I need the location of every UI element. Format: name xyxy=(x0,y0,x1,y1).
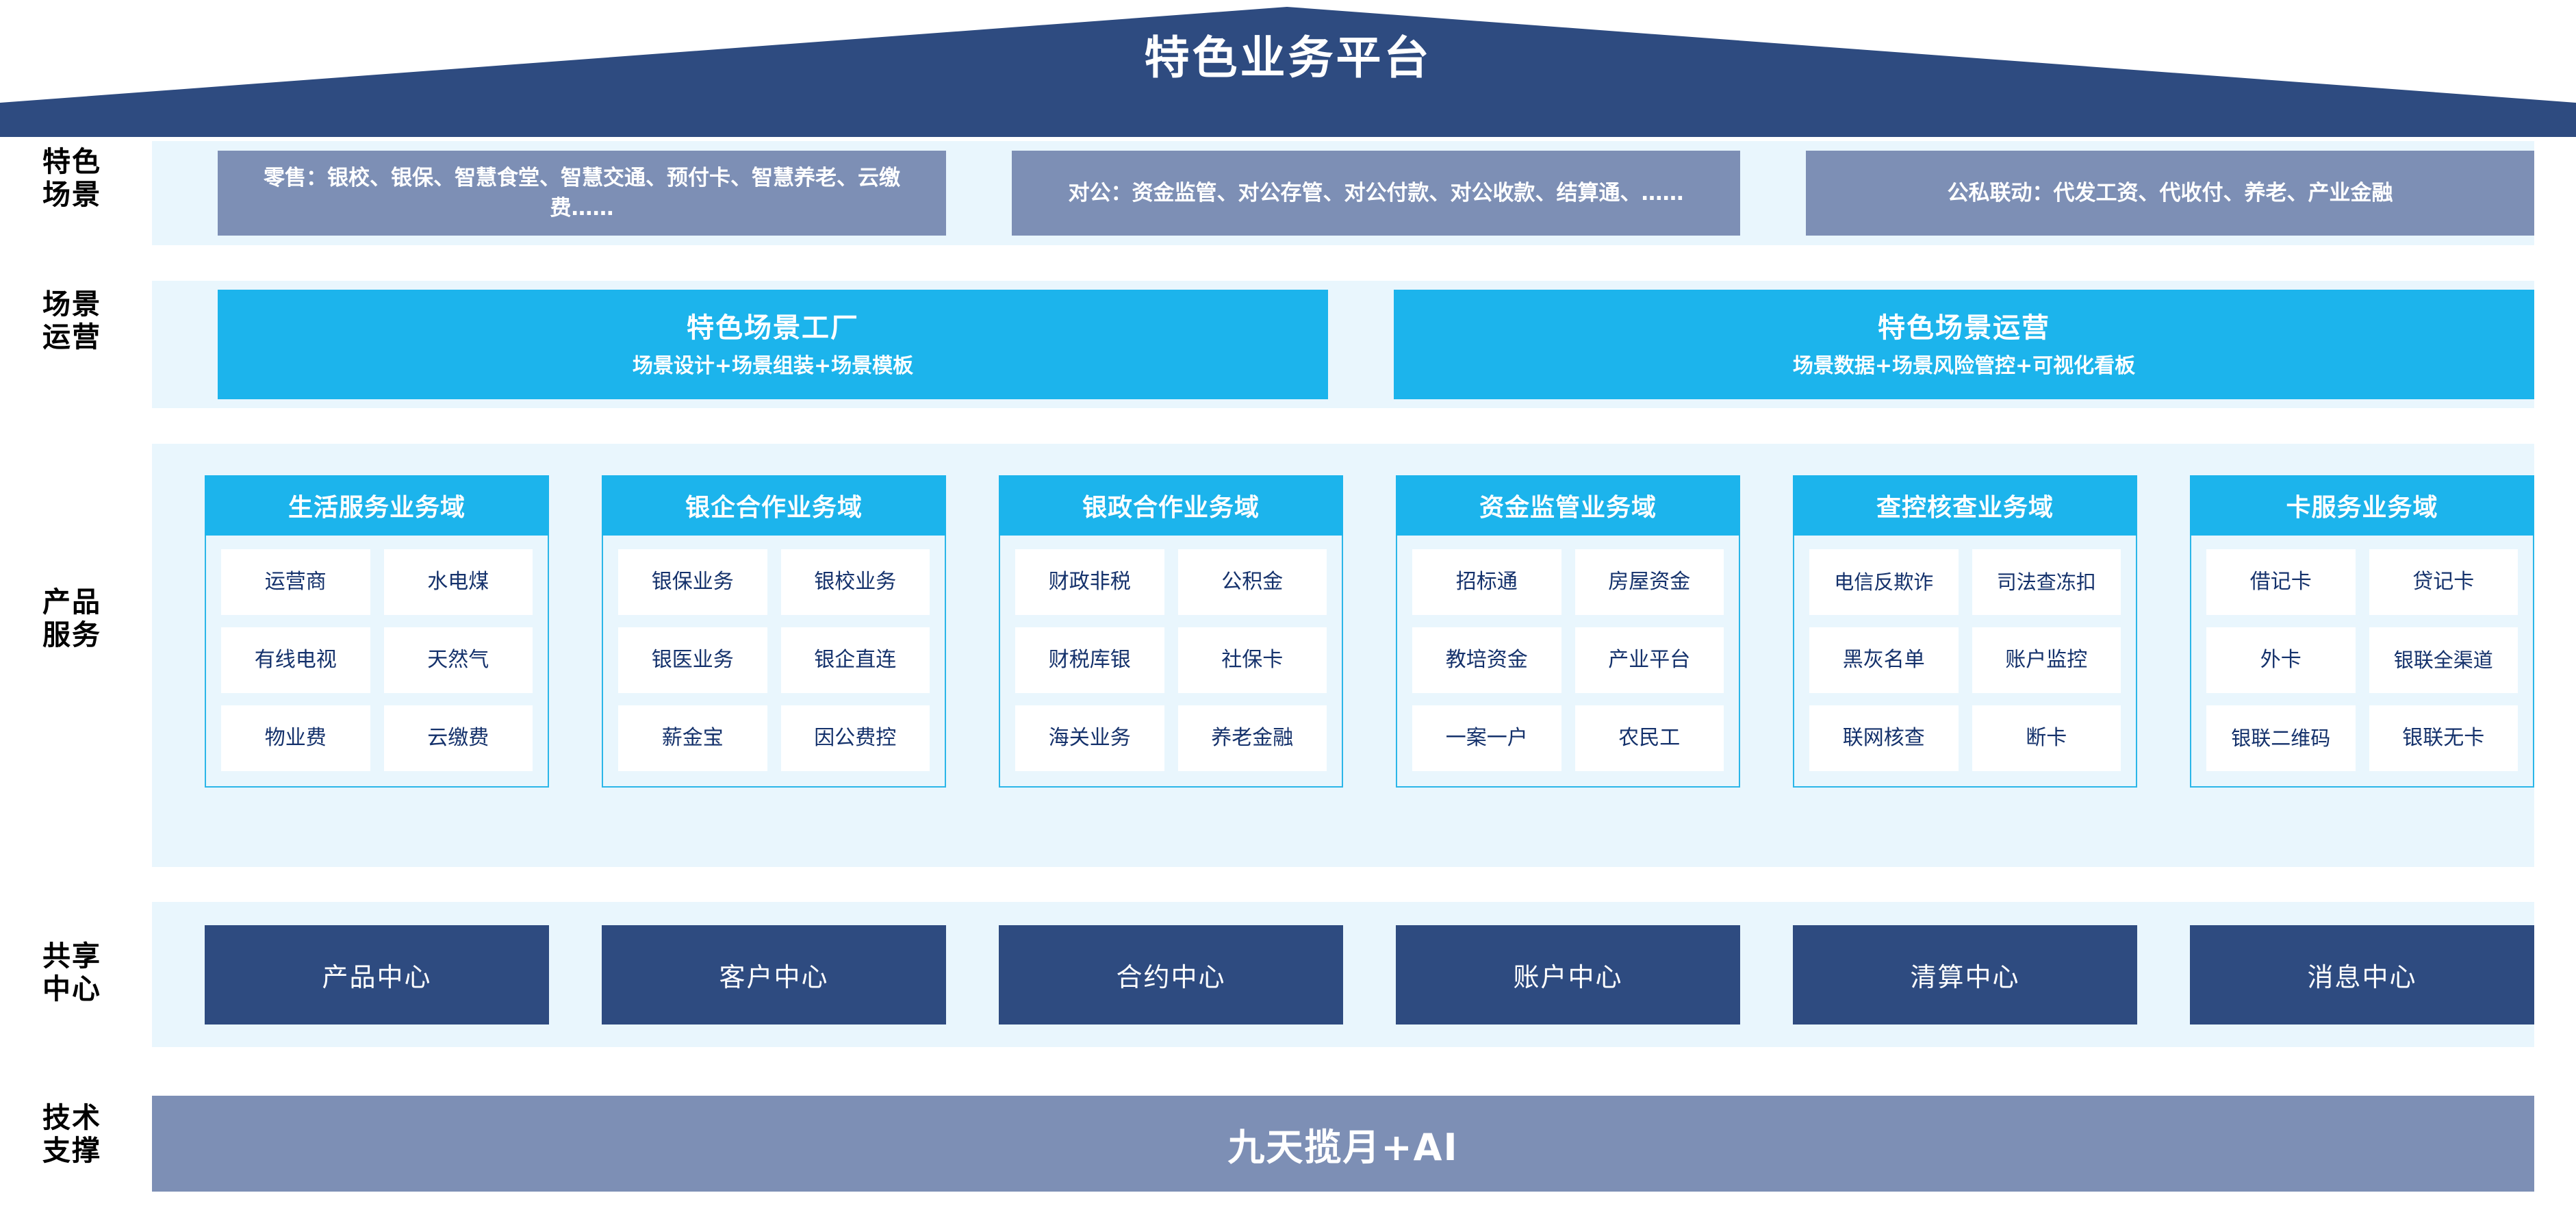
product-column-header[interactable]: 资金监管业务域 xyxy=(1396,475,1740,536)
product-cell[interactable]: 断卡 xyxy=(1972,705,2121,771)
product-cell[interactable]: 房屋资金 xyxy=(1574,549,1724,615)
product-cell[interactable]: 产业平台 xyxy=(1574,627,1724,693)
product-column-body: 电信反欺诈司法查冻扣黑灰名单账户监控联网核查断卡 xyxy=(1793,536,2137,788)
product-column-header[interactable]: 卡服务业务域 xyxy=(2190,475,2534,536)
product-column: 生活服务业务域运营商水电煤有线电视天然气物业费云缴费 xyxy=(205,475,549,788)
product-cell[interactable]: 银医业务 xyxy=(618,627,767,693)
product-column-header[interactable]: 查控核查业务域 xyxy=(1793,475,2137,536)
row-label-operation-line2: 运营 xyxy=(42,320,101,354)
product-column: 查控核查业务域电信反欺诈司法查冻扣黑灰名单账户监控联网核查断卡 xyxy=(1793,475,2137,788)
product-column: 银政合作业务域财政非税公积金财税库银社保卡海关业务养老金融 xyxy=(999,475,1343,788)
product-cell[interactable]: 教培资金 xyxy=(1412,627,1561,693)
product-cell[interactable]: 银联二维码 xyxy=(2206,705,2356,771)
row-label-product-line1: 产品 xyxy=(42,586,101,618)
operation-box-scene-factory-title: 特色场景工厂 xyxy=(687,312,859,344)
tech-support-bar[interactable]: 九天揽月+AI xyxy=(152,1096,2534,1192)
product-cell[interactable]: 账户监控 xyxy=(1972,627,2121,693)
share-row-background xyxy=(152,902,2534,1047)
product-cell[interactable]: 司法查冻扣 xyxy=(1972,549,2121,615)
page-title: 特色业务平台 xyxy=(1144,32,1432,84)
row-label-operation: 场景 运营 xyxy=(21,288,123,354)
product-cell[interactable]: 云缴费 xyxy=(383,705,533,771)
product-cell[interactable]: 银联全渠道 xyxy=(2369,627,2518,693)
scenario-box-corporate[interactable]: 对公：资金监管、对公存管、对公付款、对公收款、结算通、…… xyxy=(1012,151,1740,236)
row-label-operation-line1: 场景 xyxy=(42,288,101,320)
row-label-share-line2: 中心 xyxy=(42,972,101,1006)
product-cell[interactable]: 银保业务 xyxy=(618,549,767,615)
product-cell[interactable]: 因公费控 xyxy=(780,705,930,771)
scenario-row: 零售：银校、银保、智慧食堂、智慧交通、预付卡、智慧养老、云缴费…… 对公：资金监… xyxy=(152,141,2534,245)
share-center-box[interactable]: 清算中心 xyxy=(1793,925,2137,1024)
product-cell[interactable]: 一案一户 xyxy=(1412,705,1561,771)
product-column-body: 借记卡贷记卡外卡银联全渠道银联二维码银联无卡 xyxy=(2190,536,2534,788)
operation-box-scene-factory-subtitle: 场景设计+场景组装+场景模板 xyxy=(632,353,914,378)
operation-box-scene-operations-subtitle: 场景数据+场景风险管控+可视化看板 xyxy=(1792,353,2136,378)
product-cell[interactable]: 农民工 xyxy=(1574,705,1724,771)
product-cell[interactable]: 财政非税 xyxy=(1015,549,1164,615)
share-center-box[interactable]: 消息中心 xyxy=(2190,925,2534,1024)
product-cell[interactable]: 银联无卡 xyxy=(2369,705,2518,771)
share-center-box[interactable]: 账户中心 xyxy=(1396,925,1740,1024)
product-cell[interactable]: 养老金融 xyxy=(1177,705,1327,771)
product-cell[interactable]: 财税库银 xyxy=(1015,627,1164,693)
share-center-box[interactable]: 客户中心 xyxy=(602,925,946,1024)
product-cell[interactable]: 海关业务 xyxy=(1015,705,1164,771)
product-column-header[interactable]: 银企合作业务域 xyxy=(602,475,946,536)
product-cell[interactable]: 物业费 xyxy=(221,705,370,771)
scenario-box-public-private[interactable]: 公私联动：代发工资、代收付、养老、产业金融 xyxy=(1806,151,2534,236)
product-column: 卡服务业务域借记卡贷记卡外卡银联全渠道银联二维码银联无卡 xyxy=(2190,475,2534,788)
row-label-scenario: 特色 场景 xyxy=(21,145,123,212)
product-cell[interactable]: 招标通 xyxy=(1412,549,1561,615)
product-cell[interactable]: 薪金宝 xyxy=(618,705,767,771)
product-cell[interactable]: 社保卡 xyxy=(1177,627,1327,693)
product-column-body: 银保业务银校业务银医业务银企直连薪金宝因公费控 xyxy=(602,536,946,788)
product-row-background xyxy=(152,444,2534,867)
product-column-header[interactable]: 银政合作业务域 xyxy=(999,475,1343,536)
product-cell[interactable]: 有线电视 xyxy=(221,627,370,693)
product-cell[interactable]: 电信反欺诈 xyxy=(1809,549,1959,615)
product-cell[interactable]: 外卡 xyxy=(2206,627,2356,693)
row-label-tech-line1: 技术 xyxy=(42,1101,101,1134)
product-cell[interactable]: 银校业务 xyxy=(780,549,930,615)
platform-roof-banner: 特色业务平台 xyxy=(0,0,2576,137)
row-label-share: 共享 中心 xyxy=(21,940,123,1006)
scenario-box-retail[interactable]: 零售：银校、银保、智慧食堂、智慧交通、预付卡、智慧养老、云缴费…… xyxy=(218,151,946,236)
product-column-body: 运营商水电煤有线电视天然气物业费云缴费 xyxy=(205,536,549,788)
product-cell[interactable]: 公积金 xyxy=(1177,549,1327,615)
row-label-share-line1: 共享 xyxy=(42,940,101,972)
operation-row: 特色场景工厂 场景设计+场景组装+场景模板 特色场景运营 场景数据+场景风险管控… xyxy=(152,281,2534,408)
row-label-scenario-line1: 特色 xyxy=(42,145,101,178)
operation-box-scene-factory[interactable]: 特色场景工厂 场景设计+场景组装+场景模板 xyxy=(218,290,1328,399)
row-label-tech: 技术 支撑 xyxy=(21,1101,123,1168)
row-label-product: 产品 服务 xyxy=(21,586,123,652)
row-label-tech-line2: 支撑 xyxy=(42,1134,101,1168)
product-cell[interactable]: 黑灰名单 xyxy=(1809,627,1959,693)
product-cell[interactable]: 天然气 xyxy=(383,627,533,693)
product-cell[interactable]: 运营商 xyxy=(221,549,370,615)
row-label-scenario-line2: 场景 xyxy=(42,178,101,212)
operation-box-scene-operations[interactable]: 特色场景运营 场景数据+场景风险管控+可视化看板 xyxy=(1394,290,2534,399)
product-cell[interactable]: 借记卡 xyxy=(2206,549,2356,615)
product-column: 资金监管业务域招标通房屋资金教培资金产业平台一案一户农民工 xyxy=(1396,475,1740,788)
product-column: 银企合作业务域银保业务银校业务银医业务银企直连薪金宝因公费控 xyxy=(602,475,946,788)
share-row: 产品中心客户中心合约中心账户中心清算中心消息中心 xyxy=(152,902,2534,1047)
product-cell[interactable]: 水电煤 xyxy=(383,549,533,615)
operation-box-scene-operations-title: 特色场景运营 xyxy=(1878,312,2050,344)
product-column-header[interactable]: 生活服务业务域 xyxy=(205,475,549,536)
product-cell[interactable]: 贷记卡 xyxy=(2369,549,2518,615)
row-label-product-line2: 服务 xyxy=(42,618,101,652)
roof-shape-icon xyxy=(0,7,2576,137)
product-row: 生活服务业务域运营商水电煤有线电视天然气物业费云缴费银企合作业务域银保业务银校业… xyxy=(152,444,2534,867)
share-center-box[interactable]: 合约中心 xyxy=(999,925,1343,1024)
product-column-body: 招标通房屋资金教培资金产业平台一案一户农民工 xyxy=(1396,536,1740,788)
share-center-box[interactable]: 产品中心 xyxy=(205,925,549,1024)
product-cell[interactable]: 银企直连 xyxy=(780,627,930,693)
product-column-body: 财政非税公积金财税库银社保卡海关业务养老金融 xyxy=(999,536,1343,788)
product-cell[interactable]: 联网核查 xyxy=(1809,705,1959,771)
